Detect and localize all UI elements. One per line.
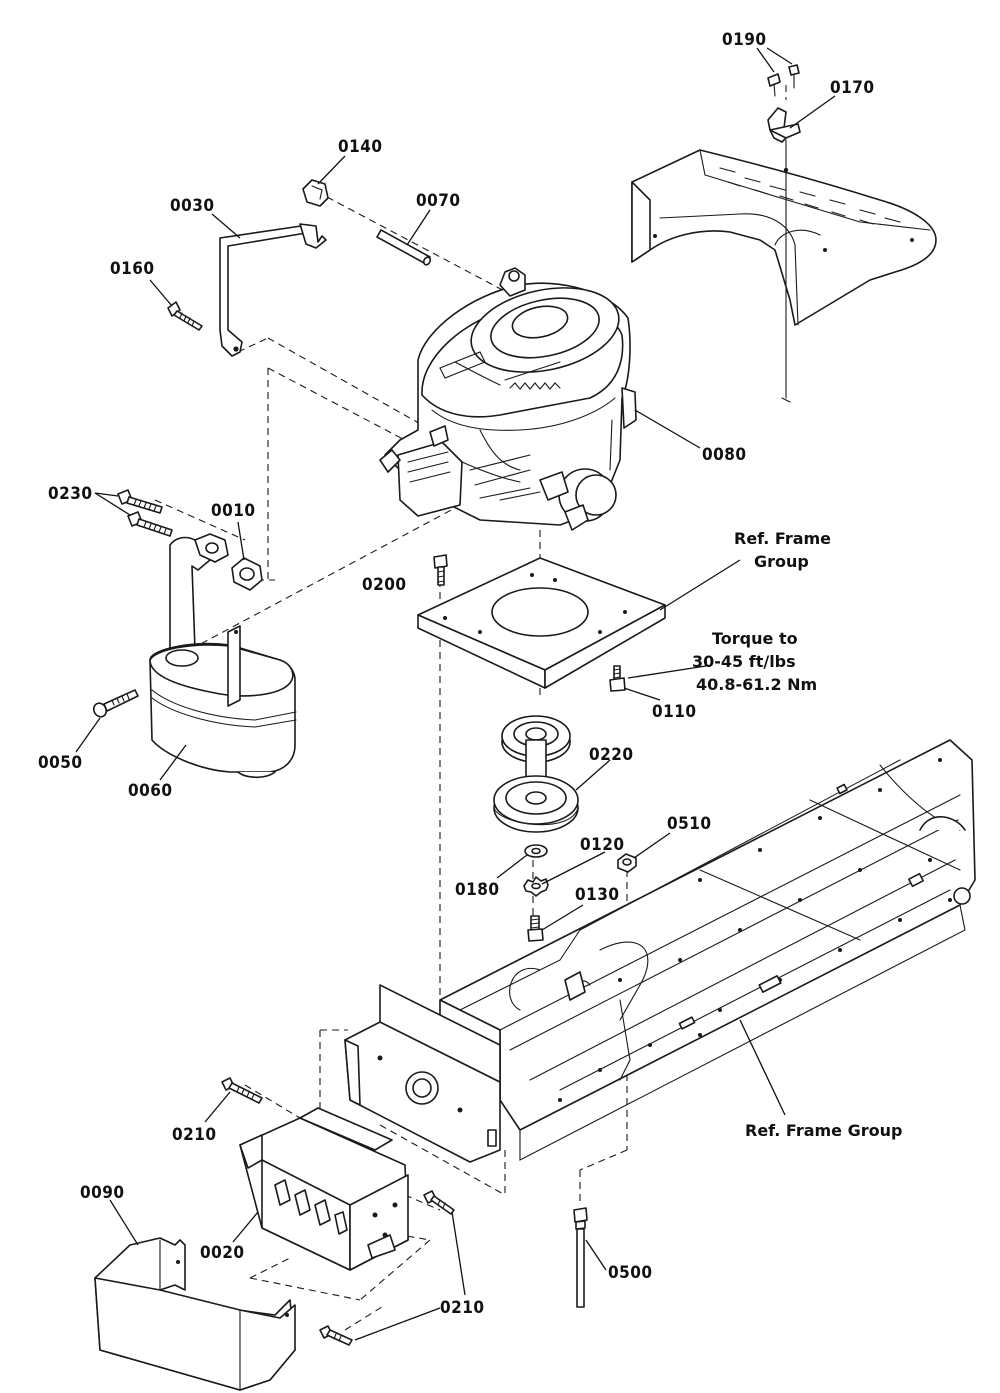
callout-0060: 0060: [128, 781, 173, 801]
callout-0180: 0180: [455, 880, 500, 900]
callout-0120: 0120: [580, 835, 625, 855]
dipstick-tube-0500: [573, 1207, 588, 1308]
screws-0190: [767, 64, 800, 97]
callout-0200: 0200: [362, 575, 407, 595]
callout-0080: 0080: [702, 445, 747, 465]
callout-0160: 0160: [110, 259, 155, 279]
bolt-0160: [167, 301, 203, 331]
callout-0210-lower: 0210: [440, 1298, 485, 1318]
callout-0140: 0140: [338, 137, 383, 157]
bracket-slots: [274, 1179, 348, 1235]
engine-shroud: [631, 149, 937, 403]
bolt-0130: [527, 915, 544, 942]
callout-0070: 0070: [416, 191, 461, 211]
bolts-0230: [117, 489, 173, 537]
pin-0070: [376, 229, 432, 266]
torque-note-line1: Torque to: [712, 629, 798, 648]
callout-labels: 0190 0170 0140 0070 0030 0160 0080 0230 …: [38, 30, 875, 1318]
callout-0210-upper: 0210: [172, 1125, 217, 1145]
callout-0190: 0190: [722, 30, 767, 50]
nut-0510: [617, 853, 637, 873]
bracket-0020: [239, 1107, 409, 1271]
muffler-0060: [149, 533, 297, 779]
leader-lines: [75, 47, 836, 1341]
washer-0180: [524, 844, 548, 858]
callout-0030: 0030: [170, 196, 215, 216]
pulley-0220: [493, 715, 579, 833]
callout-0230: 0230: [48, 484, 93, 504]
callout-0130: 0130: [575, 885, 620, 905]
frame-holes: [558, 758, 952, 1102]
callout-0110: 0110: [652, 702, 697, 722]
callout-0020: 0020: [200, 1243, 245, 1263]
dipstick-clip-0170: [767, 107, 801, 173]
exhaust-bracket-0030: [219, 223, 327, 357]
nut-0140: [302, 179, 329, 207]
star-washer-0120: [523, 876, 549, 897]
notes: Ref. Frame Group Torque to 30-45 ft/lbs …: [692, 529, 902, 1140]
frame-front-plate: [344, 984, 501, 1163]
bolt-0210-lower: [319, 1325, 353, 1346]
callout-0170: 0170: [830, 78, 875, 98]
ref-frame-group-top-line1: Ref. Frame: [734, 529, 831, 548]
ref-frame-group-bottom: Ref. Frame Group: [745, 1121, 902, 1140]
engine-0080: [379, 267, 637, 531]
callout-0510: 0510: [667, 814, 712, 834]
bolt-0200: [433, 554, 448, 586]
callout-0010: 0010: [211, 501, 256, 521]
bolt-0050: [92, 689, 139, 718]
shield-0090: [94, 1237, 296, 1391]
bolt-0110: [609, 665, 626, 692]
callout-0050: 0050: [38, 753, 83, 773]
torque-note-line2: 30-45 ft/lbs: [692, 652, 796, 671]
callout-0500: 0500: [608, 1263, 653, 1283]
callout-0090: 0090: [80, 1183, 125, 1203]
callout-0220: 0220: [589, 745, 634, 765]
torque-note-line3: 40.8-61.2 Nm: [696, 675, 817, 694]
bolt-0210-upper: [221, 1077, 263, 1104]
engine-mount-plate: [417, 557, 666, 689]
bolt-0210-middle: [423, 1190, 455, 1215]
ref-frame-group-top-line2: Group: [754, 552, 809, 571]
gasket-0010: [231, 557, 263, 591]
